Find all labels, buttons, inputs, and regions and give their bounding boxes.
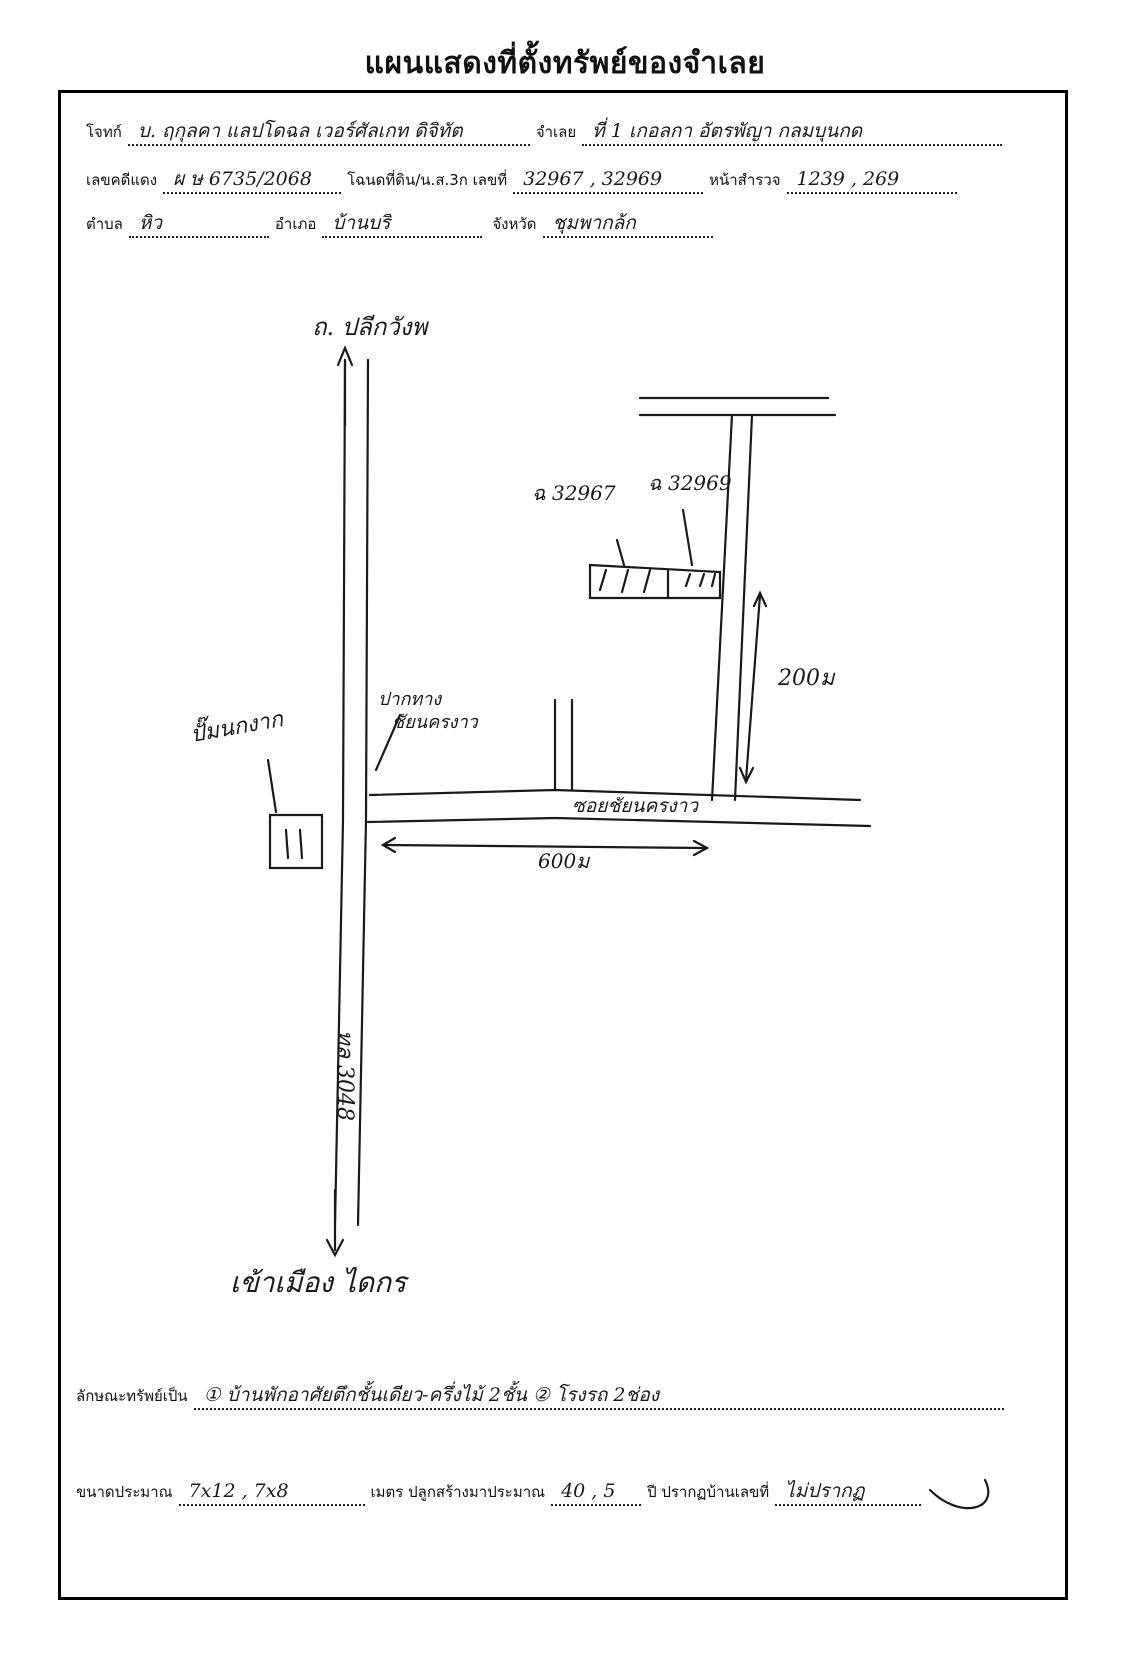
district-value: บ้านบริ (332, 212, 391, 234)
south-arrow-head (325, 1238, 345, 1258)
parcel-hatch-1 (598, 568, 652, 594)
parcel2-label: ฉ 32969 (648, 471, 732, 495)
property-label: ลักษณะทรัพย์เป็น (76, 1387, 188, 1405)
entrance-note-line2: ชัยนครงาว (392, 712, 479, 733)
lane-left-edge (710, 413, 734, 802)
distance-v-line (744, 593, 762, 782)
deed-value: 32967 , 32969 (523, 168, 663, 190)
defendant-field: ที่ 1 เกอลกา อัตรพัญา กลมบุนกด (582, 118, 1003, 146)
survey-value: 1239 , 269 (796, 168, 900, 190)
north-label: ถ. ปลีกวังพ (312, 313, 429, 341)
parcel-hatch-2 (684, 572, 717, 588)
parcel2-pointer (681, 508, 694, 567)
subdistrict-label: ตำบล (86, 215, 123, 233)
house-field: ไม่ปรากฏ (775, 1478, 922, 1506)
size-label: ขนาดประมาณ (76, 1483, 173, 1501)
plaintiff-field: บ. ฤกุลคา แลปโดฉล เวอร์ศัลเกท ดิจิทัต (127, 118, 530, 146)
defendant-value: ที่ 1 เกอลกา อัตรพัญา กลมบุนกด (592, 120, 863, 142)
deed-label: โฉนดที่ดิน/น.ส.3ก เลขที่ (347, 171, 508, 189)
property-row: ลักษณะทรัพย์เป็น ① บ้านพักอาศัยตึกชั้นเด… (76, 1382, 1004, 1410)
south-label: เข้าเมือง ไดกร (230, 1266, 409, 1299)
plaintiff-value: บ. ฤกุลคา แลปโดฉล เวอร์ศัลเกท ดิจิทัต (137, 120, 463, 142)
parcel1-pointer (615, 538, 626, 567)
landmark-hatch (284, 828, 304, 860)
case-value: ผ ษ 6735/2068 (173, 168, 312, 190)
size-value: 7x12 , 7x8 (188, 1480, 289, 1502)
size-field: 7x12 , 7x8 (178, 1478, 365, 1506)
distance-v-arrowheads (738, 590, 768, 785)
built-field: 40 , 5 (551, 1478, 642, 1506)
entrance-pointer (374, 713, 402, 772)
main-road-left-edge (333, 358, 347, 1227)
built-label: เมตร ปลูกสร้างมาประมาณ (370, 1483, 546, 1501)
case-row: เลขคดีแดง ผ ษ 6735/2068 โฉนดที่ดิน/น.ส.3… (86, 166, 957, 194)
document-title: แผนแสดงที่ตั้งทรัพย์ของจำเลย (364, 46, 766, 81)
house-label: ปี ปรากฏบ้านเลขที่ (647, 1483, 770, 1501)
form-frame (58, 90, 1068, 1600)
distance-h-line (383, 843, 707, 850)
size-row: ขนาดประมาณ 7x12 , 7x8 เมตร ปลูกสร้างมาปร… (76, 1478, 922, 1506)
district-field: บ้านบริ (322, 210, 483, 238)
house-value: ไม่ปรากฏ (785, 1480, 865, 1502)
subdistrict-field: หิว (128, 210, 269, 238)
case-label: เลขคดีแดง (86, 171, 158, 189)
plaintiff-label: โจทก์ (86, 123, 122, 141)
case-field: ผ ษ 6735/2068 (163, 166, 342, 194)
lane-right-edge (733, 413, 754, 802)
property-value: ① บ้านพักอาศัยตึกชั้นเดียว-ครึ่งไม้ 2ชั้… (203, 1384, 660, 1406)
entrance-note-line1: ปากทาง (378, 689, 442, 710)
distance-h-arrowheads (380, 836, 710, 857)
province-label: จังหวัด (492, 215, 537, 233)
parcel-strip (588, 563, 722, 600)
plaintiff-row: โจทก์ บ. ฤกุลคา แลปโดฉล เวอร์ศัลเกท ดิจิ… (86, 118, 1003, 146)
subdistrict-value: หิว (138, 212, 163, 234)
parcel1-label: ฉ 32967 (532, 481, 616, 505)
signature-flourish (928, 1478, 990, 1510)
landmark-box (268, 813, 324, 870)
location-row: ตำบล หิว อำเภอ บ้านบริ จังหวัด ชุมพากล้ก (86, 210, 713, 238)
property-field: ① บ้านพักอาศัยตึกชั้นเดียว-ครึ่งไม้ 2ชั้… (193, 1382, 1004, 1410)
distance-h-label: 600ม (538, 849, 591, 873)
north-arrow-head (336, 345, 354, 367)
landmark-pointer (266, 758, 278, 814)
road-label: ทล 3048 (332, 1030, 357, 1121)
province-field: ชุมพากล้ก (542, 210, 713, 238)
survey-label: หน้าสำรวจ (709, 171, 781, 189)
landmark-label: ปั๊มนกงาก (188, 702, 287, 748)
deed-field: 32967 , 32969 (513, 166, 704, 194)
built-value: 40 , 5 (561, 1480, 616, 1502)
side-road-label: ซอยชัยนครงาว (572, 795, 699, 817)
defendant-label: จำเลย (535, 123, 577, 141)
distance-v-label: 200ม (777, 666, 836, 691)
side-road-bottom-edge (366, 816, 872, 828)
district-label: อำเภอ (274, 215, 317, 233)
main-road-right-edge (356, 358, 370, 1227)
survey-field: 1239 , 269 (786, 166, 957, 194)
province-value: ชุมพากล้ก (552, 212, 636, 234)
